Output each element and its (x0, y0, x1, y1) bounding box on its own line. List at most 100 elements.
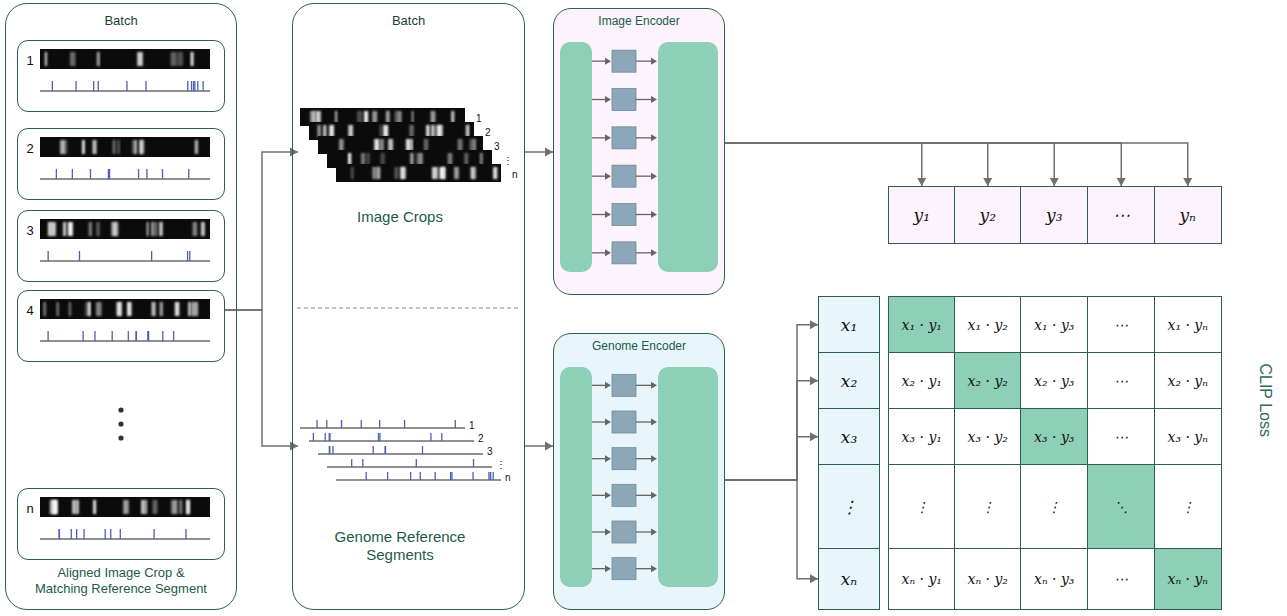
fluorescent-spot (380, 153, 384, 165)
fluorescent-spot (454, 167, 459, 179)
fluorescent-spot (96, 222, 100, 236)
fluorescent-spot (154, 222, 157, 236)
encoder-title: Image Encoder (598, 14, 679, 28)
math-label: x₁ · yₙ (1168, 317, 1208, 333)
encoder-unit (612, 411, 636, 433)
arrowhead (1050, 178, 1059, 186)
arrowhead (1183, 178, 1192, 186)
connector (525, 148, 553, 157)
fluorescent-spot (350, 167, 353, 179)
math-label: ⋮ (981, 499, 995, 515)
encoder-layer (560, 42, 592, 272)
encoder-unit (612, 165, 636, 187)
label-site (329, 446, 330, 454)
fluorescent-spot (394, 111, 396, 123)
fluorescent-spot (117, 302, 122, 316)
fluorescent-spot (457, 139, 462, 151)
fluorescent-spot (426, 125, 430, 137)
fluorescent-spot (92, 140, 96, 154)
fluorescent-spot (376, 167, 379, 179)
fluorescent-spot (50, 500, 53, 514)
arrowhead (917, 178, 926, 186)
math-label: x₂ · y₂ (968, 373, 1008, 389)
math-label: ⋮ (1047, 499, 1061, 515)
reference-line (300, 427, 465, 428)
label-site (384, 446, 385, 454)
label-site (83, 529, 84, 539)
label-site (449, 472, 450, 480)
fluorescent-spot (385, 111, 390, 123)
encoder-unit (612, 241, 636, 263)
image-crop (336, 164, 501, 182)
fluorescent-spot (98, 52, 100, 66)
inner-arrow (636, 213, 652, 214)
label-site (71, 529, 72, 539)
math-label: x₂ · y₃ (1034, 373, 1074, 389)
label-site (72, 169, 73, 179)
fluorescent-spot (201, 222, 205, 236)
connector-line (225, 310, 299, 446)
fluorescent-spot (127, 302, 131, 316)
connector (725, 432, 818, 480)
inner-arrowhead (605, 57, 611, 64)
label-site (472, 459, 473, 467)
fluorescent-spot (372, 167, 375, 179)
fluorescent-spot (479, 153, 482, 165)
inner-arrowhead (605, 249, 611, 256)
label-site (386, 472, 387, 480)
label-site (120, 529, 121, 539)
label-site (82, 331, 83, 341)
inner-arrow (636, 494, 652, 495)
inner-arrow (636, 384, 652, 385)
label-site (372, 446, 373, 454)
fluorescent-spot (356, 111, 361, 123)
label-site (93, 81, 94, 91)
image-encoder: Image Encoder (553, 8, 725, 295)
label-site (173, 331, 174, 341)
image-embedding: yₙ (1154, 186, 1222, 244)
label-site (409, 472, 410, 480)
label-site (98, 81, 99, 91)
inner-arrow (592, 175, 606, 176)
label-site (191, 81, 192, 91)
fluorescent-spot (315, 111, 320, 123)
stack-number: 3 (494, 141, 500, 152)
fluorescent-spot (360, 153, 364, 165)
encoder-unit (612, 447, 636, 469)
batch-item: n (17, 488, 225, 560)
encoder-unit (612, 50, 636, 72)
illustration-group (40, 49, 210, 91)
label-holder: n (512, 164, 518, 182)
encoder-unit (612, 203, 636, 225)
genome-embedding: ⋮ (818, 464, 880, 550)
stack-number: 2 (485, 127, 491, 138)
label-site (384, 446, 385, 454)
label-site (56, 169, 57, 179)
math-label: ⋯ (1114, 571, 1128, 587)
fluorescent-spot (439, 167, 444, 179)
math-label: x₁ · y₃ (1034, 317, 1074, 333)
inner-arrow (592, 60, 606, 61)
inner-arrowhead (651, 528, 657, 535)
fluorescent-spot (466, 125, 468, 137)
inner-arrow (592, 494, 606, 495)
label-site (489, 472, 490, 480)
illustration-group (40, 497, 210, 539)
image-crop (40, 219, 210, 239)
inner-arrow (636, 252, 652, 253)
fluorescent-spot (70, 52, 75, 66)
inner-arrow (636, 421, 652, 422)
math-label: ⋮ (1181, 499, 1195, 515)
label-site (378, 420, 379, 428)
inner-arrowhead (651, 134, 657, 141)
item-number: 3 (27, 223, 34, 238)
connector-line (725, 143, 1188, 186)
math-label: xₙ · y₁ (902, 571, 942, 587)
fluorescent-spot (76, 500, 79, 514)
arrowhead (545, 148, 553, 157)
fluorescent-spot (137, 52, 143, 66)
connector (725, 143, 1059, 186)
fluorescent-spot (469, 139, 473, 151)
arrowhead (545, 442, 553, 451)
math-label: x₂ · y₁ (902, 373, 942, 389)
